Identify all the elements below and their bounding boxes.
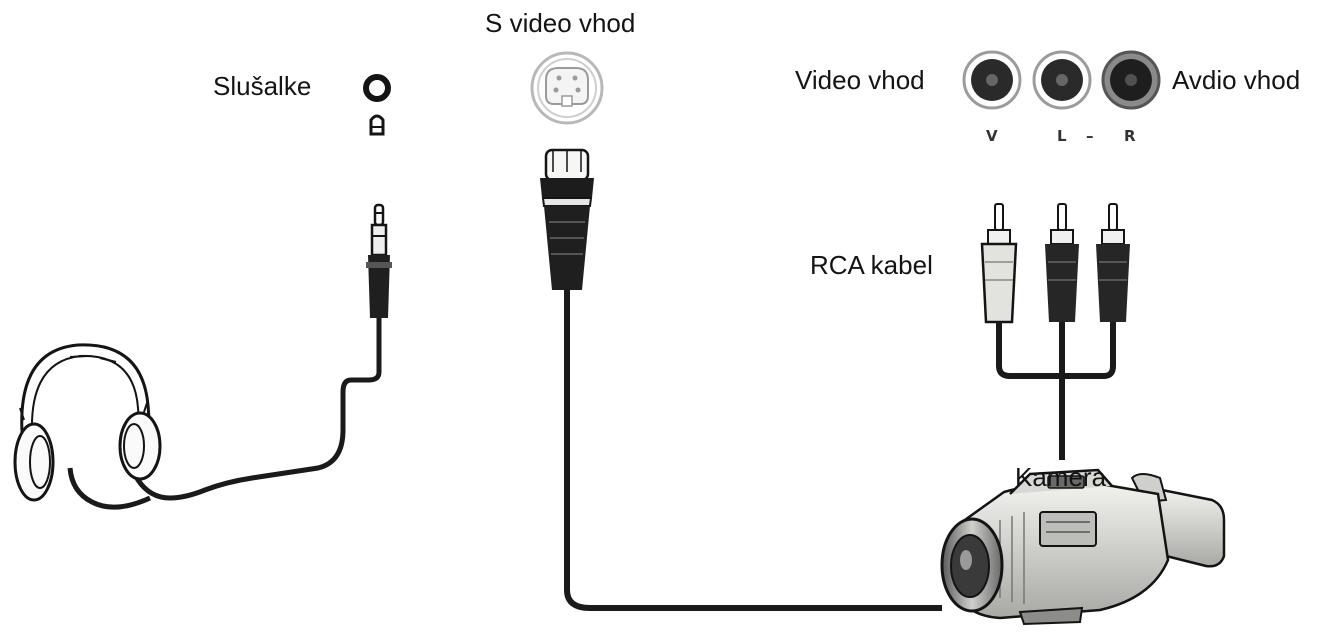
pin-label-left: L [1057,127,1067,145]
svideo-plug-icon [540,148,594,290]
pin-label-right: R [1124,127,1136,145]
rca-cable [996,322,1116,379]
rca-cable-label: RCA kabel [810,250,933,280]
rca-plug-icon [1096,203,1130,322]
headphones-icon [13,343,162,502]
audio-input-label: Avdio vhod [1172,65,1301,95]
rca-plug-icon [1045,203,1079,322]
pin-label-separator: – [1086,127,1094,145]
camera-label: Kamera [1015,462,1107,492]
svideo-input-label: S video vhod [485,8,636,38]
svideo-port-icon [530,51,604,125]
headphone-plug-icon [366,203,392,318]
pin-label-video: V [986,127,998,145]
headphone-cable [125,318,382,501]
headphones-jack-label: Slušalke [213,71,312,101]
rca-port-icon [1101,50,1161,110]
headphone-cable-branch [67,467,152,510]
camcorder-icon [940,468,1226,626]
video-input-label: Video vhod [795,65,925,95]
svideo-cable [564,290,942,611]
rca-port-icon [962,50,1022,110]
rca-plug-icon [980,203,1018,324]
headphone-jack-icon [363,74,391,136]
rca-port-icon [1032,50,1092,110]
